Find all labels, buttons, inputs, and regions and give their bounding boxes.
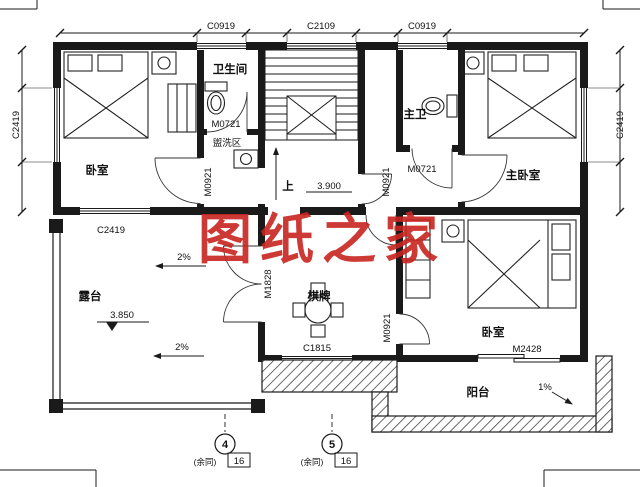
wardrobe-top-left <box>167 83 197 133</box>
axis-number-4: 4 <box>222 439 229 451</box>
dim-label-c0919-left: C0919 <box>207 21 235 32</box>
toilet-bathroom <box>204 81 228 115</box>
nightstand <box>461 51 485 75</box>
staircase <box>264 49 359 200</box>
dim-label-c2109: C2109 <box>307 21 335 32</box>
label-master-bath: 主卫 <box>404 107 427 121</box>
balcony-structure <box>261 355 613 433</box>
axis-dim-box-5 <box>334 452 358 468</box>
dim-label-c2419-left: C2419 <box>11 111 22 139</box>
label-m0721-master: M0721 <box>407 164 436 175</box>
label-bedroom-top-left: 卧室 <box>86 163 109 177</box>
label-bedroom-bottom: 卧室 <box>482 325 505 339</box>
column <box>251 399 265 413</box>
dim-label-c0919-right: C0919 <box>408 21 436 32</box>
axis-note-5: (余同) <box>301 457 324 467</box>
label-c1815: C1815 <box>303 343 331 354</box>
label-terrace: 露台 <box>79 289 102 303</box>
axis-dim-box-4 <box>227 452 251 468</box>
label-c2419-terrace: C2419 <box>97 225 125 236</box>
dim-label-c2419-right: C2419 <box>615 111 626 139</box>
up-label: 上 <box>282 179 294 193</box>
nightstand <box>441 219 465 243</box>
lamp <box>466 56 480 70</box>
label-master-bedroom: 主卧室 <box>506 168 541 182</box>
label-m2428: M2428 <box>512 344 541 355</box>
label-chess: 棋牌 <box>308 289 331 303</box>
axis-circle-5 <box>321 433 343 455</box>
label-balcony: 阳台 <box>467 385 490 399</box>
opening-labels: M0721 M0921 M0921 M0721 C2419 M1828 C181… <box>97 119 542 355</box>
level-triangle <box>106 322 118 331</box>
bed-bottom <box>467 219 577 309</box>
nightstand <box>151 51 177 75</box>
slope-label-bottom: 2% <box>175 342 189 353</box>
level-marks: 上 3.900 3.850 <box>97 179 352 331</box>
dimension-line-right: C2419 <box>588 45 626 217</box>
axis-markers: 4 5 (余同) 16 (余同) 16 <box>194 414 358 468</box>
label-wash-area: 盥洗区 <box>213 137 242 149</box>
furniture <box>63 51 577 338</box>
wardrobe-bottom <box>405 219 431 299</box>
axis-dim-5: 16 <box>341 456 352 467</box>
level-3900: 3.900 <box>317 181 341 192</box>
bed-master <box>487 51 577 139</box>
label-m0921-corridor: M0921 <box>381 167 392 196</box>
chess-table <box>292 282 344 338</box>
lamp <box>157 56 171 70</box>
label-m1828: M1828 <box>263 269 274 298</box>
axis-circle-4 <box>214 433 236 455</box>
hatched-walkway <box>261 359 398 393</box>
wash-basin <box>233 149 259 169</box>
dimension-line-left: C2419 <box>11 45 52 217</box>
lamp <box>446 224 460 238</box>
toilet-master-bath <box>421 94 458 118</box>
room-labels: 卧室 卫生间 盥洗区 主卫 主卧室 露台 棋牌 卧室 阳台 <box>79 62 541 399</box>
axis-number-5: 5 <box>329 439 335 451</box>
bed-top-left <box>63 51 149 139</box>
door-swings <box>154 91 508 345</box>
slope-label-top: 2% <box>177 252 191 263</box>
label-m0921-bedroom: M0921 <box>203 167 214 196</box>
level-3850: 3.850 <box>110 310 134 321</box>
slope-annotations: 2% 2% 1% <box>153 252 573 405</box>
axis-note-4: (余同) <box>194 457 217 467</box>
dimension-line-top: C0919 C2109 C0919 <box>55 21 589 42</box>
axis-dim-4: 16 <box>234 456 245 467</box>
column <box>49 399 63 413</box>
terrace-parapet <box>49 219 265 413</box>
slope-label-balcony: 1% <box>538 382 552 393</box>
label-m0921-chess: M0921 <box>382 313 393 342</box>
sliding-door-m2428 <box>477 354 561 363</box>
watermark-text: 图纸之家 <box>198 210 446 270</box>
label-bathroom: 卫生间 <box>213 62 248 76</box>
label-m0721-bath: M0721 <box>211 119 240 130</box>
column <box>49 219 63 233</box>
